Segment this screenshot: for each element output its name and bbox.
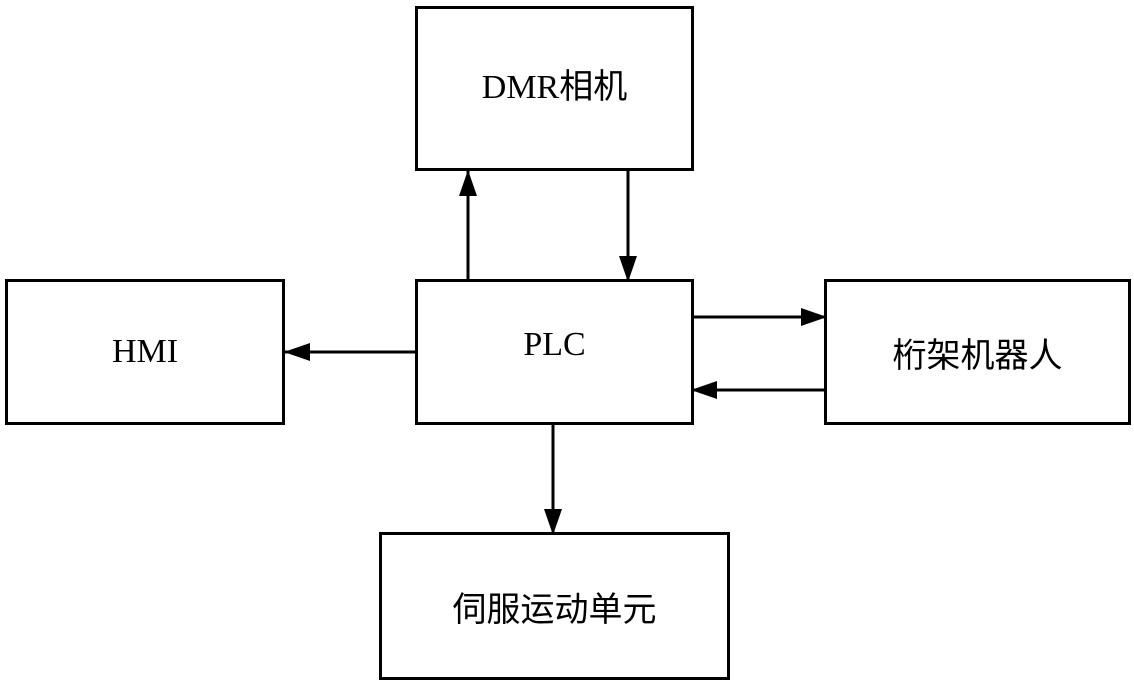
servo-motion-unit-label: 伺服运动单元 bbox=[452, 591, 657, 629]
servo-motion-unit-box: 伺服运动单元 bbox=[379, 532, 730, 680]
plc-label: PLC bbox=[523, 326, 586, 363]
gantry-robot-box: 桁架机器人 bbox=[824, 279, 1131, 425]
dmr-camera-box: DMR相机 bbox=[415, 6, 694, 171]
hmi-box: HMI bbox=[5, 279, 285, 425]
hmi-label: HMI bbox=[111, 333, 179, 370]
plc-box: PLC bbox=[415, 279, 694, 425]
gantry-robot-label: 桁架机器人 bbox=[892, 337, 1063, 375]
dmr-camera-label: DMR相机 bbox=[481, 69, 628, 106]
